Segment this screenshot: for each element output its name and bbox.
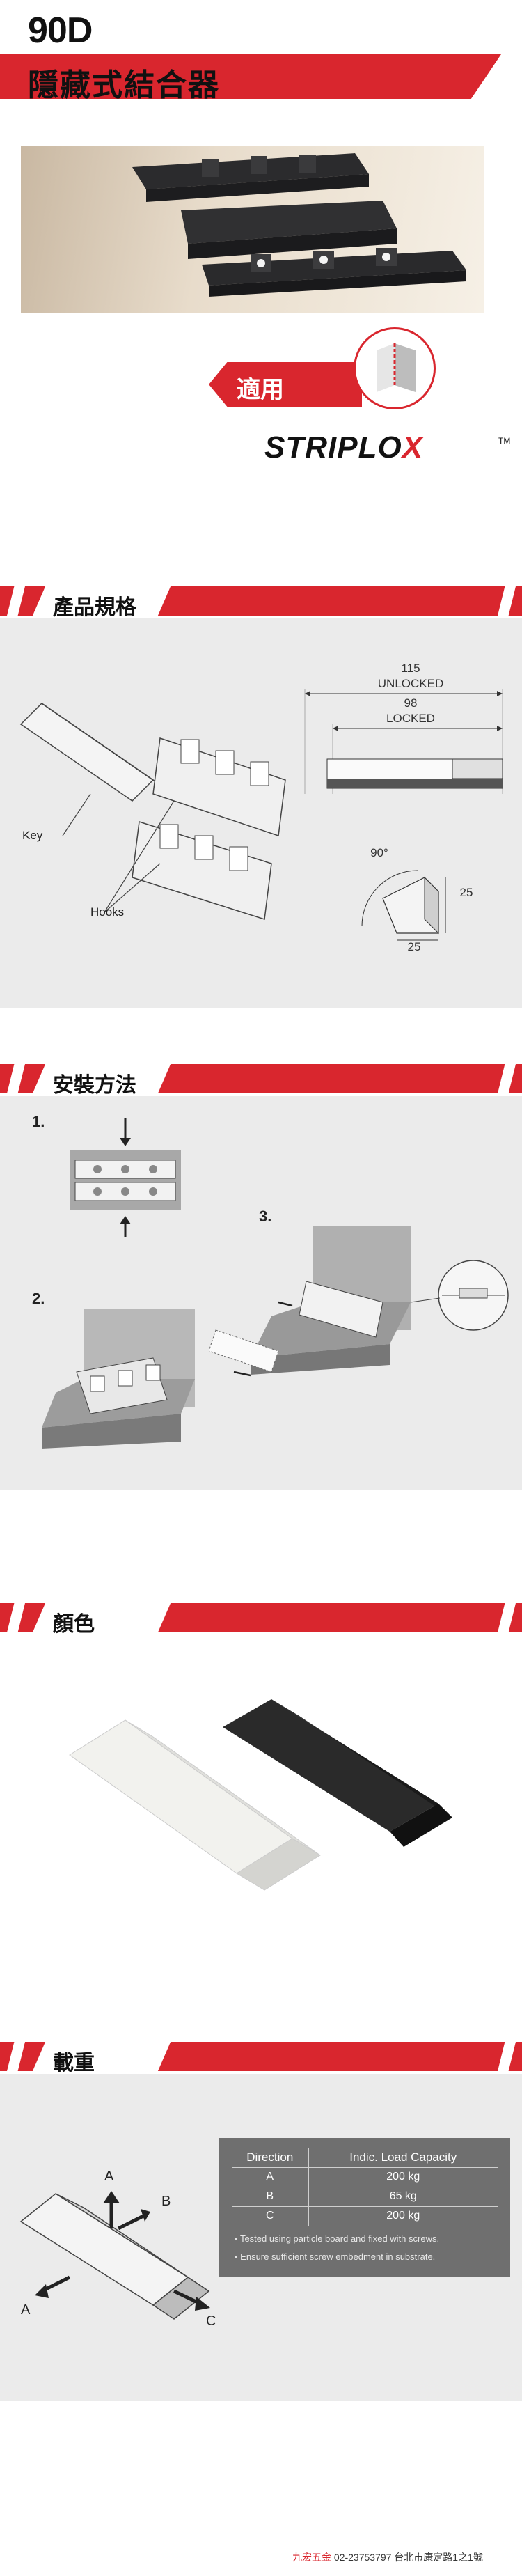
load-capacity-panel: Direction Indic. Load Capacity A 200 kg … <box>219 2138 510 2277</box>
load-arrow-label-a-bottom: A <box>21 2302 31 2318</box>
row-capacity: 200 kg <box>308 2206 498 2226</box>
load-note: Tested using particle board and fixed wi… <box>235 2230 499 2248</box>
hero-product-photo <box>21 146 484 313</box>
spec-exploded-drawing <box>19 703 286 920</box>
table-row: C 200 kg <box>232 2206 498 2226</box>
install-step-2-illustration <box>42 1309 195 1449</box>
footer-address: 台北市康定路1之1號 <box>394 2552 483 2563</box>
row-direction: B <box>232 2187 309 2207</box>
dim-side-w: 25 <box>407 940 421 953</box>
color-section-header: 顏色 <box>0 1602 522 1636</box>
install-section-title: 安裝方法 <box>53 1074 136 1097</box>
color-swatches <box>69 1699 452 1891</box>
key-label: Key <box>22 829 43 842</box>
product-illustration <box>132 153 466 297</box>
spec-section-title: 產品規格 <box>53 596 136 619</box>
apply-banner <box>209 362 362 407</box>
load-capacity-table: Direction Indic. Load Capacity A 200 kg … <box>232 2148 498 2226</box>
color-section-title: 顏色 <box>53 1613 95 1636</box>
dim-side-h: 25 <box>459 886 473 899</box>
load-section-header: 載重 <box>0 2040 522 2075</box>
footer-store-name: 九宏五金 <box>292 2552 331 2563</box>
dim-angle-drawing <box>361 870 446 941</box>
table-row: B 65 kg <box>232 2187 498 2207</box>
load-notes: Tested using particle board and fixed wi… <box>235 2230 499 2266</box>
row-direction: A <box>232 2167 309 2187</box>
install-step-3-illustration <box>209 1226 509 1377</box>
brand-trademark: TM <box>498 436 511 446</box>
white-connector-swatch <box>69 1719 321 1891</box>
col-direction-header: Direction <box>232 2148 309 2168</box>
hero-red-band <box>0 54 501 99</box>
install-step-1-illustration <box>70 1118 181 1237</box>
brand-logo-x: X <box>402 430 424 465</box>
footer-contact: 九宏五金 02-23753797 台北市康定路1之1號 <box>292 2550 483 2564</box>
black-connector-swatch <box>223 1699 452 1847</box>
apply-label: 適用 <box>237 377 284 403</box>
install-step-1-number: 1. <box>32 1113 45 1130</box>
load-arrow-label-b: B <box>161 2194 171 2209</box>
corner-joint-icon <box>377 343 416 392</box>
page-subtitle: 隱藏式結合器 <box>28 68 220 102</box>
dim-angle: 90° <box>370 846 388 859</box>
brand-logo: STRIPLOX <box>264 430 423 465</box>
install-step-2-number: 2. <box>32 1290 45 1307</box>
table-row: A 200 kg <box>232 2167 498 2187</box>
dim-locked-label: LOCKED <box>386 712 435 725</box>
install-step-3-number: 3. <box>259 1208 272 1225</box>
load-direction-drawing <box>19 2191 210 2320</box>
brand-logo-text: STRIPLO <box>264 430 402 465</box>
load-arrow-label-a-top: A <box>104 2169 114 2184</box>
dim-unlocked-value: 115 <box>401 662 420 675</box>
corner-joint-circle <box>354 327 436 409</box>
spec-section-header: 產品規格 <box>0 585 522 619</box>
load-arrow-label-c: C <box>206 2313 216 2329</box>
row-direction: C <box>232 2206 309 2226</box>
page-title: 90D <box>28 10 93 51</box>
dim-locked-value: 98 <box>404 696 418 710</box>
load-note: Ensure sufficient screw embedment in sub… <box>235 2248 499 2266</box>
row-capacity: 200 kg <box>308 2167 498 2187</box>
dim-top-drawing <box>304 689 503 794</box>
table-header-row: Direction Indic. Load Capacity <box>232 2148 498 2168</box>
row-capacity: 65 kg <box>308 2187 498 2207</box>
dim-unlocked-label: UNLOCKED <box>377 677 444 690</box>
load-section-title: 載重 <box>53 2052 95 2075</box>
install-section-header: 安裝方法 <box>0 1063 522 1097</box>
hooks-label: Hooks <box>90 905 125 919</box>
col-capacity-header: Indic. Load Capacity <box>308 2148 498 2168</box>
footer-phone: 02-23753797 <box>333 2552 392 2563</box>
